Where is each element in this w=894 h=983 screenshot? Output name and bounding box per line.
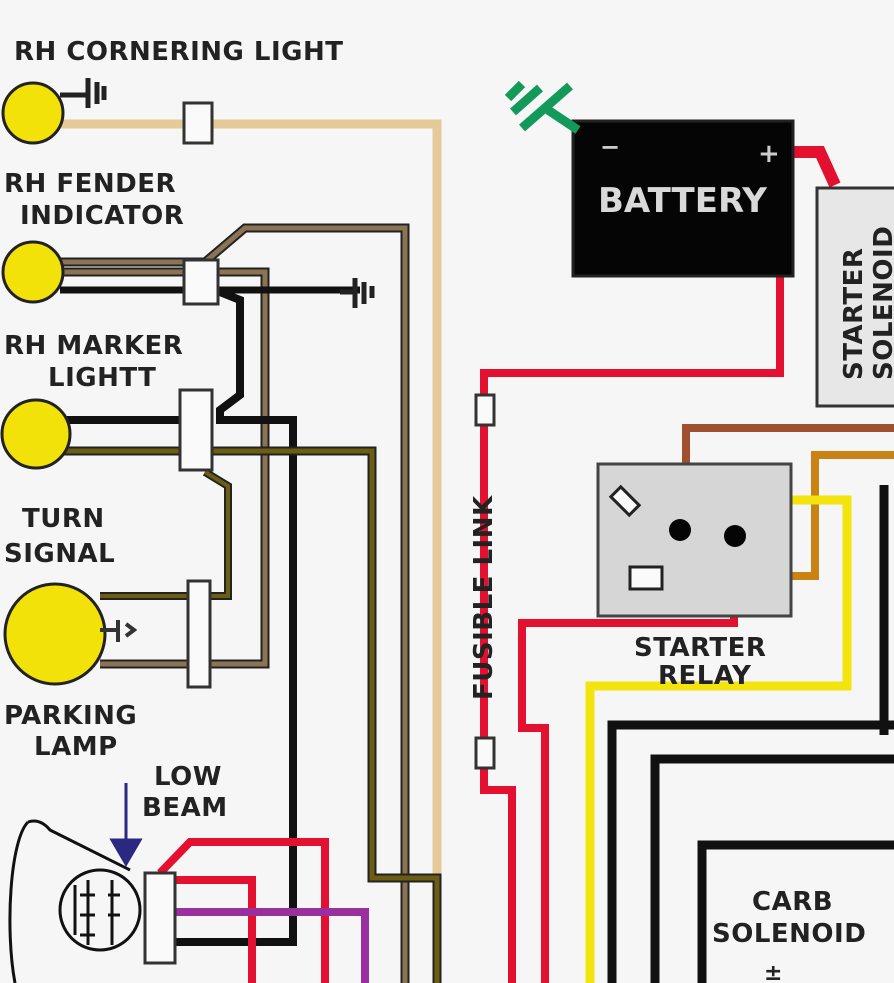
ground-icon bbox=[340, 278, 375, 308]
connector-turn bbox=[186, 579, 212, 689]
fusible-link-terminal-top bbox=[474, 393, 496, 427]
wire-olive-turn bbox=[100, 468, 232, 600]
wire-black-marker bbox=[170, 286, 297, 946]
connector-fender bbox=[182, 258, 220, 306]
wire-black-1 bbox=[607, 720, 894, 983]
relay-terminal-2 bbox=[724, 525, 746, 547]
ground-icon bbox=[100, 620, 138, 642]
rh-marker-light-label: RH MARKER bbox=[4, 331, 183, 361]
battery-label: BATTERY bbox=[598, 181, 767, 221]
low-beam-label-2: BEAM bbox=[142, 793, 228, 823]
low-beam-arrow-icon bbox=[109, 783, 143, 867]
wire-tan bbox=[60, 119, 442, 983]
rh-fender-indicator-label: RH FENDER bbox=[4, 169, 176, 199]
starter-solenoid-box bbox=[815, 186, 894, 408]
carb-solenoid-box bbox=[697, 840, 894, 983]
starter-relay-label-2: RELAY bbox=[658, 661, 752, 691]
starter-relay-label: STARTER bbox=[634, 633, 766, 663]
rh-fender-indicator-lamp bbox=[1, 240, 65, 304]
parking-lamp-label-2: LAMP bbox=[34, 732, 118, 762]
wire-red-headlight-2 bbox=[160, 876, 256, 983]
low-beam-label: LOW bbox=[154, 762, 222, 792]
starter-solenoid-label-2: SOLENOID bbox=[869, 226, 894, 380]
battery-ground-icon bbox=[504, 80, 581, 134]
rh-fender-indicator-label-2: INDICATOR bbox=[20, 201, 184, 231]
ground-icon bbox=[60, 78, 107, 108]
carb-solenoid-label-2: SOLENOID bbox=[712, 919, 866, 949]
turn-signal-label-2: SIGNAL bbox=[4, 539, 115, 569]
headlight-icon bbox=[8, 819, 142, 983]
rh-cornering-light-lamp bbox=[1, 81, 65, 145]
parking-lamp-bulb bbox=[3, 582, 107, 686]
relay-terminal-1 bbox=[669, 519, 691, 541]
turn-signal-label: TURN bbox=[22, 504, 105, 534]
fusible-link-terminal-bottom bbox=[474, 736, 496, 770]
wire-purple bbox=[160, 908, 369, 983]
battery-neg-terminal: − bbox=[600, 133, 620, 161]
parking-lamp-label: PARKING bbox=[4, 701, 137, 731]
rh-marker-light-label-2: LIGHTT bbox=[48, 363, 156, 393]
battery-body bbox=[571, 119, 795, 278]
connector-headlight bbox=[143, 871, 177, 965]
wire-black-2 bbox=[650, 754, 894, 983]
relay-terminal-rect bbox=[628, 565, 664, 591]
wire-red-battery bbox=[480, 275, 784, 983]
starter-solenoid-label: STARTER bbox=[839, 248, 869, 380]
connector-marker bbox=[178, 388, 214, 472]
battery-pos-terminal: + bbox=[758, 139, 780, 169]
connector-cornering bbox=[182, 101, 214, 145]
rh-cornering-light-label: RH CORNERING LIGHT bbox=[14, 37, 343, 67]
fusible-link-label: FUSIBLE LINK bbox=[469, 495, 499, 700]
wire-red-solenoid bbox=[793, 146, 841, 188]
starter-relay-box bbox=[596, 462, 793, 618]
carb-solenoid-label: CARB bbox=[752, 887, 833, 917]
relay-terminal-diag bbox=[608, 484, 642, 518]
carb-ground-icon: ± bbox=[764, 961, 782, 983]
rh-marker-light-lamp bbox=[0, 398, 72, 470]
